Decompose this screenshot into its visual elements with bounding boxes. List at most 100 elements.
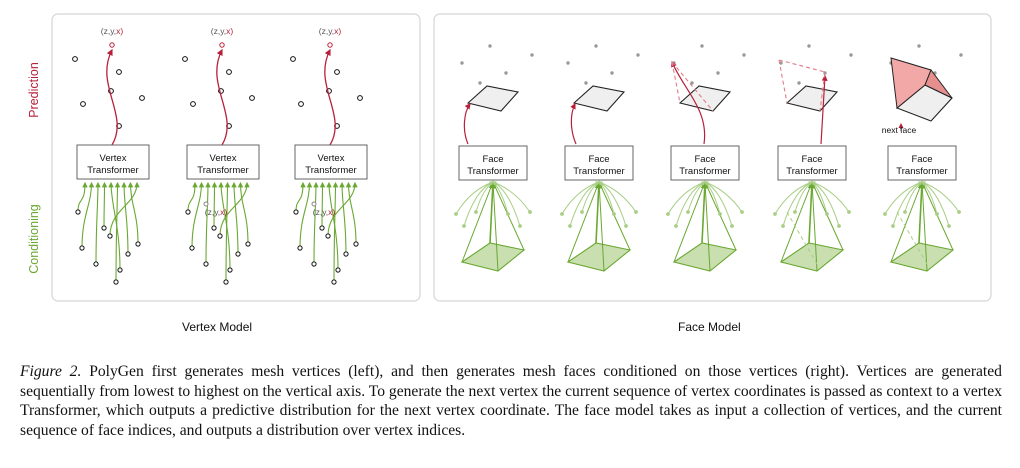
- face-transformer-label-line1: Face: [588, 154, 609, 165]
- next-face-label: next face: [882, 125, 917, 135]
- conditioning-arrow: [702, 181, 711, 272]
- conditioning-arrow: [319, 181, 326, 229]
- vertex-point: [700, 44, 704, 48]
- conditioning-arrow: [700, 180, 709, 244]
- conditioning-arrow: [809, 181, 818, 272]
- prediction-arrow: [324, 48, 336, 146]
- prediction-vertex-dot: [190, 101, 196, 107]
- prediction-arrow: [463, 103, 471, 145]
- conditioning-arrow: [313, 181, 319, 265]
- predicted-vertex-dot: [109, 42, 115, 48]
- predicted-coordinate-label: (z,y,x): [319, 26, 342, 36]
- conditioning-vertex-dot: [612, 212, 616, 216]
- vertex-transformer-label-line2: Transformer: [87, 165, 138, 176]
- vertex-point: [504, 71, 508, 75]
- conditioning-vertex-dot: [223, 279, 229, 285]
- candidate-edge: [778, 59, 826, 112]
- conditioning-arrow: [95, 181, 101, 265]
- conditioning-arrow: [921, 181, 960, 213]
- face-model-columns: FaceTransformerFaceTransformerFaceTransf…: [454, 44, 963, 272]
- next-face-polygon: [924, 68, 953, 99]
- conditioning-vertex-dot: [319, 225, 325, 231]
- vertex-point: [584, 81, 588, 85]
- conditioning-vertex-dot: [666, 212, 670, 216]
- conditioning-vertex-dot: [568, 224, 572, 228]
- conditioning-vertex-dot: [245, 241, 251, 247]
- conditioning-arrow: [81, 181, 95, 249]
- conditioning-vertex-dot: [825, 212, 829, 216]
- vertex-point: [478, 81, 482, 85]
- conditioning-vertex-dot: [634, 210, 638, 214]
- predicted-coordinate-label: (z,y,x): [211, 26, 234, 36]
- vertex-point: [460, 61, 464, 65]
- conditioning-vertex-dot: [935, 212, 939, 216]
- conditioning-vertex-dot: [107, 233, 113, 239]
- face-transformer-label-line2: Transformer: [467, 166, 518, 177]
- conditioning-arrow: [224, 181, 231, 283]
- conditioning-vertex-dot: [837, 224, 841, 228]
- conditioning-vertex-dot: [117, 267, 123, 273]
- conditioning-arrow: [109, 181, 140, 237]
- prediction-vertex-dot: [357, 95, 363, 101]
- conditioning-arrow: [890, 181, 923, 263]
- vertex-point: [566, 61, 570, 65]
- face-transformer-box: [458, 145, 528, 181]
- conditioning-arrow: [490, 181, 499, 272]
- prediction-vertex-dot: [182, 56, 188, 62]
- conditioning-vertex-dot: [773, 212, 777, 216]
- conditioning-vertex-dot: [462, 224, 466, 228]
- face-quad: [678, 85, 732, 112]
- conditioning-arrow: [475, 181, 494, 213]
- vertex-point: [959, 53, 963, 57]
- vertex-point: [716, 71, 720, 75]
- conditioning-arrow: [488, 180, 497, 244]
- vertex-transformer-label-line1: Vertex: [318, 153, 345, 164]
- current-vertex-dot: [203, 201, 209, 207]
- conditioning-vertex-dot: [343, 251, 349, 257]
- prediction-vertex-dot: [80, 101, 86, 107]
- conditioning-vertex-dot: [718, 212, 722, 216]
- prediction-vertex-dot: [249, 95, 255, 101]
- face-transformer-label-line1: Face: [482, 154, 503, 165]
- conditioning-vertex-dot: [793, 210, 797, 214]
- current-coordinate-label: (z,y,x): [313, 207, 336, 217]
- conditioning-arrow: [327, 181, 358, 237]
- conditioning-vertex-dot: [293, 209, 299, 215]
- conditioning-vertex-dot: [560, 212, 564, 216]
- conditioning-vertex-dot: [235, 251, 241, 257]
- vertex-point: [610, 71, 614, 75]
- conditioning-arrow: [794, 181, 813, 213]
- vertex-transformer-label-line1: Vertex: [100, 153, 127, 164]
- vertex-point: [530, 53, 534, 57]
- vertex-point: [849, 53, 853, 57]
- conditioning-vertex-dot: [883, 212, 887, 216]
- conditioning-arrow: [598, 181, 631, 251]
- vertex-transformer-label-line2: Transformer: [197, 165, 248, 176]
- conditioning-arrow: [704, 181, 743, 213]
- conditioning-arrow: [332, 181, 339, 283]
- vertex-point: [807, 44, 811, 48]
- conditioning-arrow: [598, 181, 637, 213]
- conditioning-arrow: [345, 181, 357, 245]
- conditioning-arrow: [295, 181, 306, 213]
- face-transformer-box: [670, 145, 740, 181]
- conditioning-vertex-dot: [891, 224, 895, 228]
- figure-caption: Figure 2. PolyGen first generates mesh v…: [20, 362, 1002, 440]
- vertex-transformer-label-line2: Transformer: [305, 165, 356, 176]
- vertex-point: [742, 53, 746, 57]
- conditioning-arrow: [596, 181, 605, 272]
- conditioning-vertex-dot: [79, 245, 85, 251]
- conditioning-arrow: [461, 181, 494, 263]
- prediction-vertex-dot: [290, 56, 296, 62]
- vertex-point: [917, 44, 921, 48]
- vertex-point: [636, 53, 640, 57]
- vertex-transformer-box: [76, 144, 150, 180]
